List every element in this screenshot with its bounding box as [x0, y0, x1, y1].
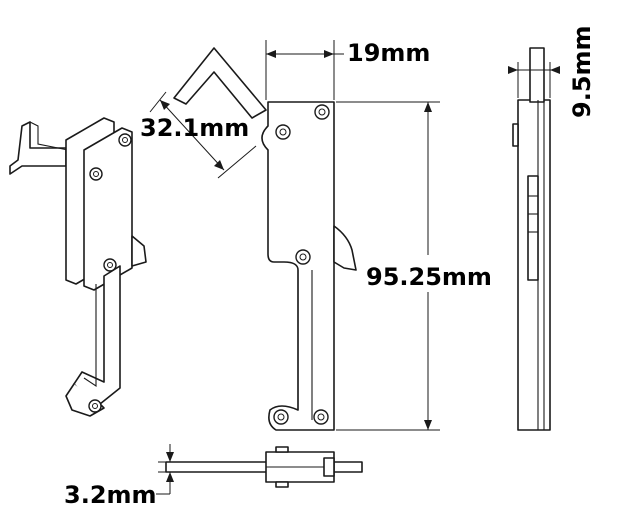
dimension-plate: 3.2mm [64, 444, 176, 509]
bottom-trigger [323, 457, 335, 477]
iso-trigger [131, 235, 147, 267]
front-trigger [333, 225, 357, 271]
dimension-height: 95.25mm [336, 101, 492, 431]
dim-height-label: 95.25mm [366, 263, 492, 291]
dim-plate-label: 3.2mm [64, 481, 157, 509]
iso-hole-4 [88, 399, 102, 413]
isometric-view [9, 117, 147, 417]
front-body [261, 101, 335, 431]
dim-hook-label: 32.1mm [140, 114, 249, 142]
iso-hole-3 [103, 258, 117, 272]
side-hook-tab [529, 47, 545, 103]
iso-hook [9, 121, 67, 175]
bottom-bolt-2 [275, 481, 289, 488]
side-view [512, 47, 551, 431]
side-trigger [527, 175, 539, 281]
front-hole-2 [275, 124, 291, 140]
front-hook [173, 47, 267, 119]
front-view [173, 47, 357, 431]
dimension-thickness: 9.5mm [508, 25, 596, 118]
dim-width-label: 19mm [347, 39, 430, 67]
front-hole-4 [273, 409, 289, 425]
front-hole-3 [295, 249, 311, 265]
bottom-plate [165, 461, 363, 473]
dimension-hook: 32.1mm [140, 91, 257, 179]
iso-hole-2 [89, 167, 103, 181]
front-hole-1 [314, 104, 330, 120]
bottom-bolt [275, 446, 289, 453]
front-hole-5 [313, 409, 329, 425]
bottom-view [165, 446, 363, 488]
dim-thickness-label: 9.5mm [568, 25, 596, 118]
side-bolt [512, 123, 519, 147]
dimension-width: 19mm [265, 39, 430, 100]
iso-hole-1 [118, 133, 132, 147]
